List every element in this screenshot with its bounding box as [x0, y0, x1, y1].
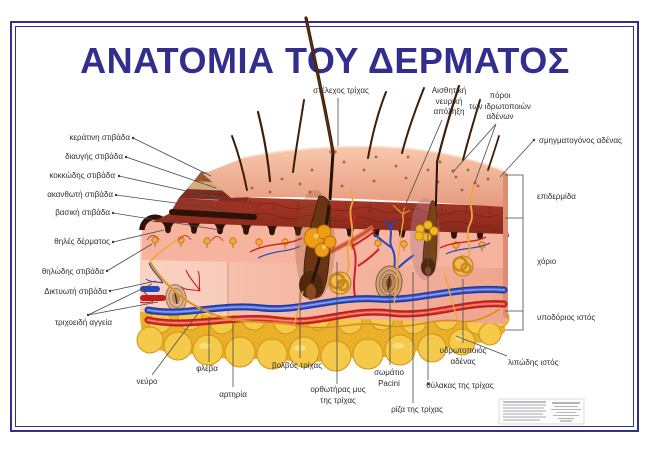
poster-border-outer	[10, 21, 639, 432]
label-stratum-basale: βασική στιβάδα	[55, 208, 110, 217]
label-reticular-layer: Δικτυωτή στιβάδα	[44, 287, 107, 296]
label-sensory-nerve-ending: Αισθητική νευρική απόληξη	[431, 86, 467, 116]
cut-edge-right	[503, 171, 508, 320]
sensory-nerve-ending-shape	[392, 204, 411, 215]
label-papillary-layer: θηλώδης στιβάδα	[41, 267, 104, 276]
pacinian-corpuscle-left	[165, 284, 187, 312]
label-hair-shaft: στέλεχος τρίχας	[313, 86, 369, 95]
hair-follicle-big	[295, 151, 337, 300]
label-capillary-vessels: τριχοειδή αγγεία	[55, 318, 112, 327]
skin-surface	[203, 145, 508, 320]
label-adipose-tissue: λιπώδης ιστός	[508, 358, 559, 367]
label-stratum-granulosum: κοκκώδης στιβάδα	[49, 171, 115, 180]
pores	[250, 155, 490, 194]
label-sebaceous-gland: σμηγματογόνος αδένας	[539, 136, 622, 145]
label-vein: φλέβα	[196, 364, 218, 373]
label-stratum-spinosum: ακανθωτή στιβάδα	[47, 190, 113, 199]
label-hair-root: ρίζα της τρίχας	[391, 405, 443, 414]
sweat-gland-center	[328, 189, 354, 295]
label-hypodermis: υποδόριος ιστός	[537, 313, 596, 322]
layer-bracket	[505, 174, 524, 331]
sweat-gland-right	[452, 183, 475, 277]
label-nerve: νεύρο	[136, 377, 158, 386]
poster-title: ΑΝΑΤΟΜΙΑ ΤΟΥ ΔΕΡΜΑΤΟΣ	[80, 40, 570, 81]
label-artery: αρτηρία	[219, 390, 247, 399]
label-arrector-pili-muscle: ορθωτήρας μυς της τρίχας	[310, 385, 366, 405]
label-hair-follicle: θύλακας της τρίχας	[426, 381, 494, 390]
label-pacinian-corpuscle: σωμάτιο Pacini	[374, 368, 404, 388]
label-dermal-papillae: θηλές δέρματος	[54, 237, 110, 246]
label-sweat-gland-pores: πόροι των ιδρωτοποιών αδένων	[469, 91, 531, 121]
hairs	[231, 16, 500, 191]
label-stratum-corneum: κεράτινη στιβάδα	[69, 133, 130, 142]
label-hair-bulb: βολβός τρίχας	[272, 361, 322, 370]
label-dermis: χόριο	[537, 257, 557, 266]
poster-border-inner	[15, 26, 634, 427]
leader-dots	[86, 136, 536, 386]
credits-box	[498, 398, 585, 425]
leader-lines	[87, 98, 535, 403]
label-epidermis: επιδερμίδα	[537, 192, 576, 201]
label-stratum-lucidum: διαυγής στιβάδα	[65, 152, 123, 161]
label-sweat-gland: υδρωτοποιός αδένας	[439, 346, 487, 366]
